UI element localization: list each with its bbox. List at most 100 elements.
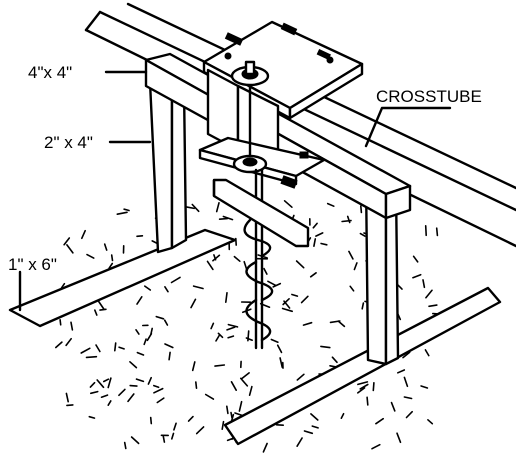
soil-dash xyxy=(270,338,279,344)
soil-dash xyxy=(233,255,241,263)
label-leg: 2" x 4" xyxy=(44,133,93,152)
soil-dash xyxy=(226,326,236,331)
soil-dash xyxy=(240,377,249,387)
base-board-right xyxy=(223,286,502,446)
soil-dash xyxy=(276,344,283,354)
soil-dash xyxy=(282,297,290,306)
soil-dash xyxy=(300,295,309,304)
soil-dash xyxy=(108,262,114,270)
soil-dash xyxy=(329,320,341,324)
soil-dash xyxy=(331,356,338,364)
soil-dash xyxy=(320,345,331,349)
label-crosstube: CROSSTUBE xyxy=(376,87,482,106)
depth-bar xyxy=(212,178,310,248)
label-top-beam: 4"x 4" xyxy=(28,63,72,82)
soil-dash xyxy=(403,376,409,388)
soil-dash xyxy=(195,426,205,435)
soil-dash xyxy=(309,271,317,278)
soil-dash xyxy=(136,235,144,238)
soil-dash xyxy=(427,418,434,425)
soil-dash xyxy=(195,381,198,390)
soil-dash xyxy=(135,378,145,383)
soil-dash xyxy=(315,232,324,237)
soil-dash xyxy=(396,432,402,444)
soil-dash xyxy=(153,384,160,389)
soil-dash xyxy=(190,298,197,309)
soil-dash xyxy=(66,244,74,254)
soil-dash xyxy=(353,262,358,271)
soil-dash xyxy=(302,321,313,326)
soil-dash xyxy=(215,202,220,213)
soil-dash xyxy=(210,322,215,330)
soil-dash xyxy=(311,425,319,429)
soil-dash xyxy=(390,401,396,412)
soil-dash xyxy=(153,387,164,394)
soil-dash xyxy=(283,200,293,208)
soil-dash xyxy=(103,243,108,251)
soil-dash xyxy=(348,250,354,260)
soil-dash xyxy=(341,219,352,223)
soil-dash xyxy=(94,309,98,316)
soil-dash xyxy=(212,254,221,262)
soil-dash xyxy=(164,285,169,293)
soil-dash xyxy=(425,289,433,299)
soil-dash xyxy=(70,321,74,331)
soil-dash xyxy=(428,304,438,308)
soil-dash xyxy=(337,320,346,328)
soil-dash xyxy=(227,323,239,328)
soil-dash xyxy=(86,253,95,259)
soil-dash xyxy=(405,410,414,419)
soil-dash xyxy=(243,260,248,270)
soil-dash xyxy=(89,381,96,388)
soil-dash xyxy=(422,279,426,289)
soil-dash xyxy=(221,420,225,431)
soil-dash xyxy=(54,341,63,349)
soil-dash xyxy=(295,260,305,269)
soil-dash xyxy=(114,342,117,352)
soil-dash xyxy=(248,385,253,397)
soil-dash xyxy=(147,376,152,385)
soil-dash xyxy=(129,384,138,387)
soil-dash xyxy=(361,302,365,310)
soil-dash xyxy=(424,349,430,357)
soil-dash xyxy=(296,373,305,381)
soil-dash xyxy=(215,334,221,342)
soil-dash xyxy=(310,413,319,421)
soil-dash xyxy=(214,364,226,367)
soil-dash xyxy=(129,360,138,369)
soil-dash xyxy=(402,351,411,359)
soil-dash xyxy=(170,276,181,284)
soil-dash xyxy=(99,308,107,311)
soil-dash xyxy=(222,215,234,221)
leader-lines xyxy=(18,70,452,312)
soil-dash xyxy=(349,285,355,292)
soil-dash xyxy=(144,285,152,291)
soil-dash xyxy=(262,442,268,453)
soil-dash xyxy=(234,412,243,417)
soil-dash xyxy=(226,405,229,415)
soil-dash xyxy=(225,291,228,304)
soil-dash xyxy=(187,415,194,422)
soil-dash xyxy=(173,422,177,431)
leg-right xyxy=(364,176,400,366)
soil-dash xyxy=(90,390,99,395)
soil-dash xyxy=(313,238,317,247)
soil-dash xyxy=(135,328,140,335)
soil-dash xyxy=(227,335,235,339)
upper-bearing xyxy=(230,60,270,87)
soil-dash xyxy=(272,282,282,288)
soil-dash xyxy=(240,372,250,380)
label-base-board: 1" x 6" xyxy=(8,255,57,274)
soil-dash xyxy=(118,346,125,350)
soil-dash xyxy=(95,344,101,353)
soil-dash xyxy=(204,393,215,400)
soil-dash xyxy=(412,273,422,279)
soil-dash xyxy=(230,411,233,419)
soil-dash xyxy=(218,217,229,220)
soil-dash xyxy=(97,300,105,310)
soil-dash xyxy=(420,385,429,389)
soil-dash xyxy=(359,232,366,237)
soil-dash xyxy=(357,381,369,386)
soil-dash xyxy=(424,225,428,237)
soil-dash xyxy=(85,355,98,359)
